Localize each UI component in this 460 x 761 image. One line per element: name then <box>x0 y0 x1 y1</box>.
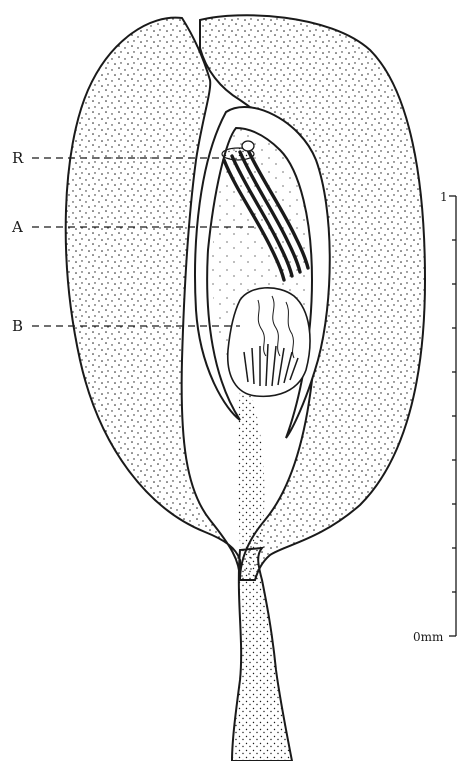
scale-bar <box>449 196 456 636</box>
structure-b <box>228 288 310 397</box>
label-r: R <box>12 149 24 167</box>
scale-bottom-label: 0mm <box>413 630 444 644</box>
structure-b-body <box>228 288 310 397</box>
label-b: B <box>12 317 23 335</box>
stalk <box>232 548 292 761</box>
label-a: A <box>11 218 23 236</box>
scale-top-label: 1 <box>440 190 448 204</box>
central-trail <box>238 390 265 548</box>
